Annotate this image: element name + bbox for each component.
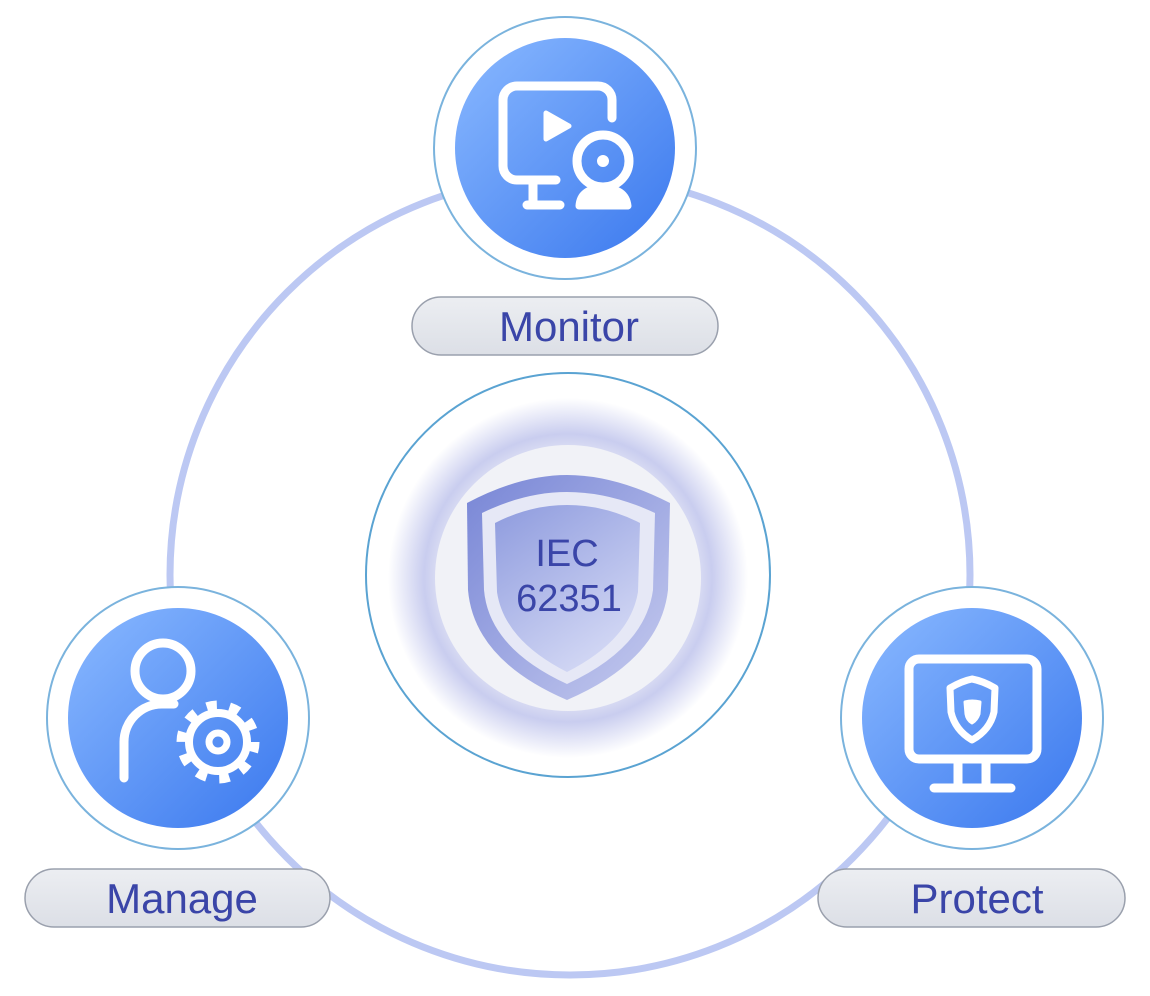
node-monitor[interactable] <box>433 16 697 280</box>
node-protect[interactable] <box>840 586 1104 850</box>
label-pill-monitor: Monitor <box>411 296 719 356</box>
center-line2: 62351 <box>516 578 622 620</box>
center-badge: IEC 62351 <box>365 372 771 778</box>
label-pill-protect: Protect <box>817 868 1126 928</box>
user-gear-icon <box>119 638 260 784</box>
monitor-shield-icon <box>904 654 1042 793</box>
label-manage: Manage <box>106 875 258 922</box>
monitor-webcam-icon <box>498 81 634 210</box>
label-pill-manage: Manage <box>24 868 331 928</box>
node-manage[interactable] <box>46 586 310 850</box>
label-protect: Protect <box>910 875 1043 922</box>
center-line1: IEC <box>535 533 598 575</box>
label-monitor: Monitor <box>499 303 639 350</box>
